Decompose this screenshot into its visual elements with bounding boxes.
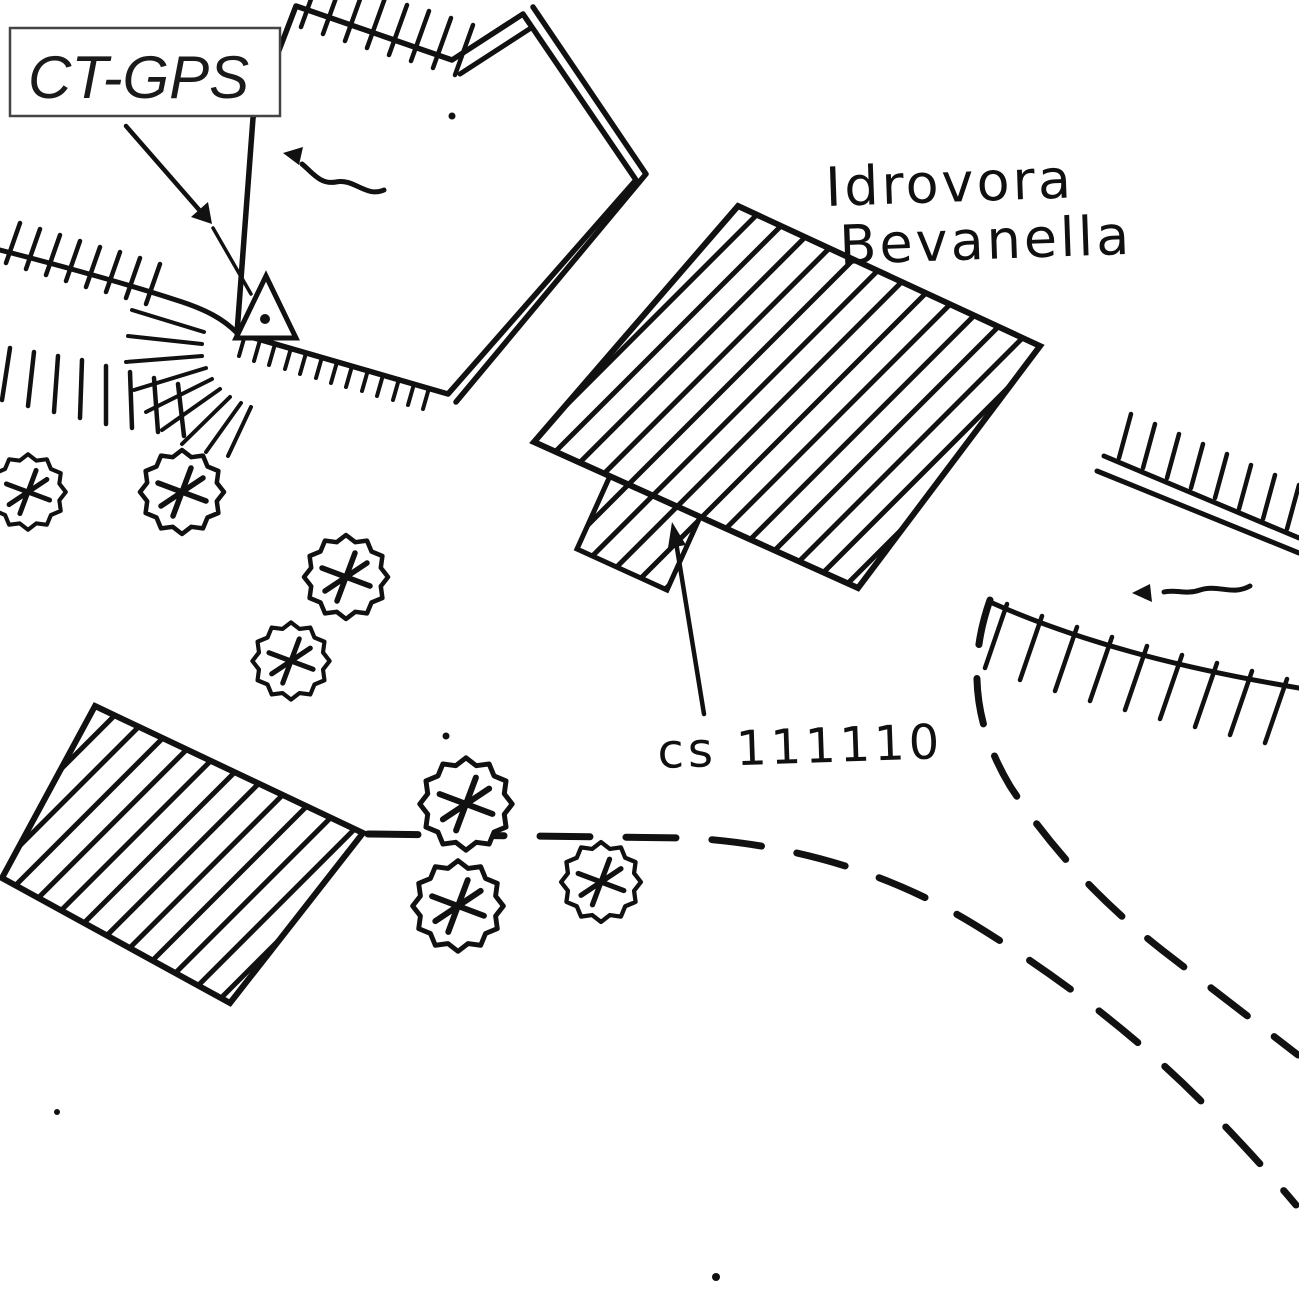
ink-dot (448, 112, 456, 120)
flow-arrowhead (283, 147, 303, 165)
right-channel-lower-bank (987, 599, 1299, 691)
annex-building (573, 472, 704, 594)
ink-dots (54, 112, 720, 1281)
tree-symbol (304, 535, 388, 619)
flow-arrow-basin (283, 147, 387, 195)
right-channel-lower-ticks (982, 601, 1290, 746)
tree-symbol (140, 450, 224, 534)
cs-pointer-arrow (668, 522, 707, 717)
idrovora-label-line1: Idrovora (824, 147, 1075, 219)
embankment-outer-line (453, 4, 649, 405)
tree-symbol (252, 622, 329, 699)
road-edge-north (973, 596, 1299, 1059)
embankment-step-line (457, 25, 534, 77)
flow-arrow-channel (1132, 583, 1253, 602)
right-channel-upper-ticks (1116, 411, 1299, 532)
dashed-road (364, 596, 1299, 1209)
left-channel-upper-ticks (3, 220, 163, 307)
southwest-building (0, 702, 368, 1007)
gps-triangle-marker-icon (232, 270, 300, 341)
gps-station-dot (260, 314, 270, 324)
basin-bottom-ticks (237, 333, 431, 411)
left-channel-fan-ticks (124, 308, 253, 458)
idrovora-complex: Idrovora Bevanella (529, 147, 1133, 594)
tree-symbol (561, 842, 641, 922)
right-channel-upper-bank (1101, 453, 1299, 541)
gps-station: CT-GPS (8, 26, 300, 341)
flow-arrowhead (1132, 584, 1152, 602)
road-edge-south (364, 830, 1299, 1209)
left-channel-lower-ticks (0, 345, 187, 439)
idrovora-building (529, 202, 1045, 592)
ink-dot (54, 1109, 60, 1115)
tree-symbol (413, 861, 504, 952)
ct-gps-label-box (8, 26, 282, 118)
ink-dot (712, 1273, 720, 1281)
idrovora-label-line2: Bevanella (838, 204, 1133, 277)
left-channel (0, 220, 253, 458)
basin-top-ticks (298, 0, 476, 78)
tree-symbol (0, 454, 66, 530)
ink-dot (442, 732, 450, 740)
ct-gps-label: CT-GPS (28, 44, 249, 111)
main-canal-basin (234, 0, 649, 411)
pointer-arrowhead (668, 522, 686, 548)
cs-code-label: cs 111110 (656, 714, 944, 780)
ct-gps-pointer-arrow (123, 123, 253, 296)
pointer-arrowhead (191, 202, 212, 224)
right-channel-upper-bank-inner (1094, 468, 1299, 556)
right-channel (982, 411, 1299, 746)
cs-annotation: cs 111110 (656, 522, 944, 780)
